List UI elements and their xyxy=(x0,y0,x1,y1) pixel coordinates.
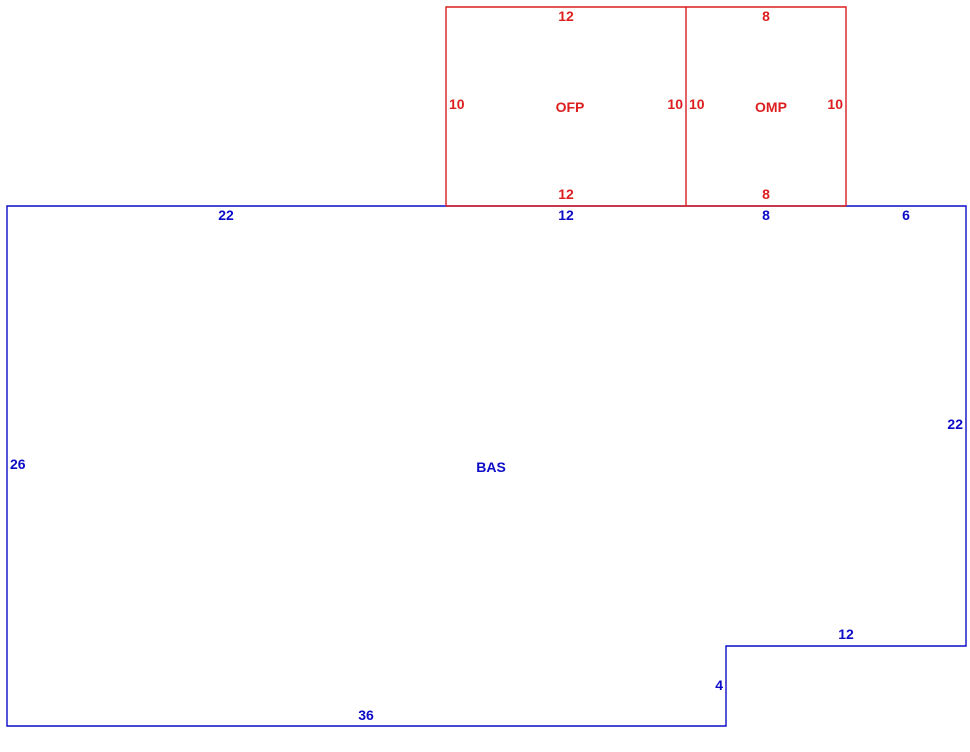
omp-top-dimension: 8 xyxy=(762,8,770,24)
bas-step-top-dimension: 12 xyxy=(838,626,854,642)
omp-right-dimension: 10 xyxy=(827,96,843,112)
bas-outline xyxy=(6,205,967,727)
omp-left-dimension: 10 xyxy=(689,96,705,112)
bas-top-dimension-3: 8 xyxy=(762,207,770,223)
ofp-area-label: OFP xyxy=(556,99,585,115)
bas-right-dimension: 22 xyxy=(947,416,963,432)
bas-area-label: BAS xyxy=(476,459,506,475)
ofp-right-dimension: 10 xyxy=(667,96,683,112)
ofp-outline xyxy=(445,6,687,206)
ofp-left-dimension: 10 xyxy=(449,96,465,112)
bas-step-side-dimension: 4 xyxy=(715,677,723,693)
bas-top-dimension-1: 22 xyxy=(218,207,234,223)
omp-outline xyxy=(686,6,847,206)
ofp-top-dimension: 12 xyxy=(558,8,574,24)
bas-left-dimension: 26 xyxy=(10,456,26,472)
omp-bottom-dimension: 8 xyxy=(762,186,770,202)
omp-area-label: OMP xyxy=(755,99,787,115)
bas-top-dimension-2: 12 xyxy=(558,207,574,223)
bas-top-dimension-4: 6 xyxy=(902,207,910,223)
ofp-bottom-dimension: 12 xyxy=(558,186,574,202)
bas-bottom-dimension: 36 xyxy=(358,707,374,723)
